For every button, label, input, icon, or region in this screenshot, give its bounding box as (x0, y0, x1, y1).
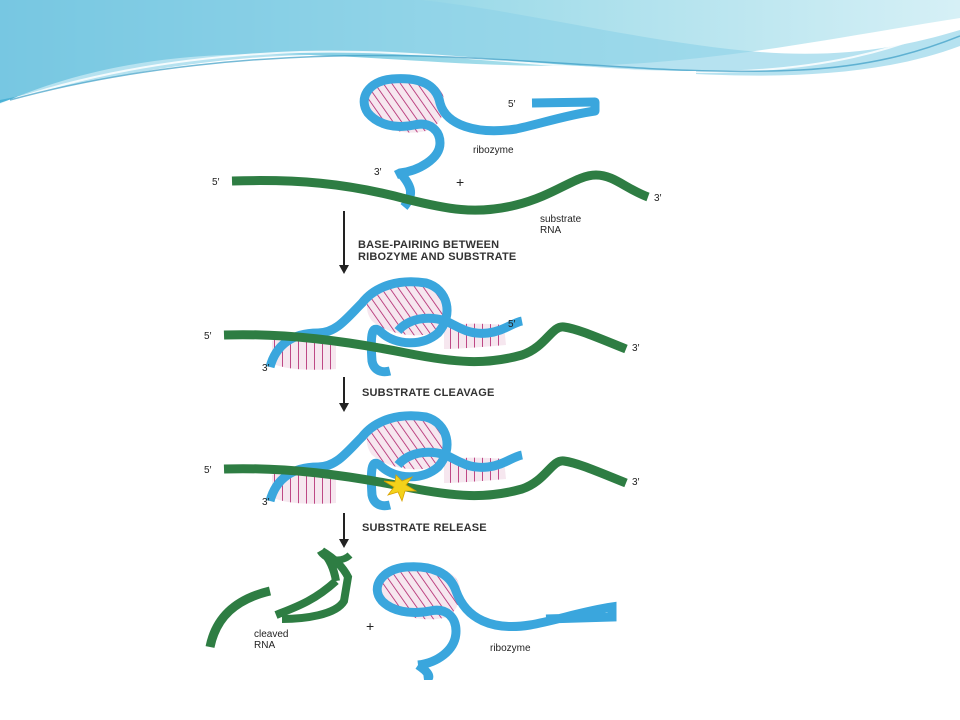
substrate-label-line1: substrate (540, 214, 582, 225)
cleavage-substrate-strand (223, 456, 628, 501)
ribozyme-label: ribozyme (473, 145, 514, 156)
ribozyme-mechanism-figure: 5′ ribozyme 3′ + 5′ 3′ substrate RNA BAS… (186, 71, 696, 680)
release-plus-sign: + (366, 618, 374, 634)
cleaved-rna-fragment-3 (317, 548, 353, 564)
ribozyme-strand (359, 74, 600, 180)
stage-1-ribozyme-and-substrate: 5′ ribozyme 3′ + 5′ 3′ substrate RNA (212, 74, 662, 236)
plus-sign: + (456, 174, 464, 190)
step-1-label-line1: BASE-PAIRING BETWEEN (358, 239, 499, 251)
stage-4-release: cleaved RNA + ribozyme (205, 547, 617, 680)
substrate-label-line2: RNA (540, 225, 561, 236)
ribozyme-5prime-label: 5′ (508, 99, 516, 110)
released-ribozyme-tail (415, 661, 434, 680)
cleaved-rna-fragment-1 (205, 586, 272, 649)
step-2-arrow (339, 377, 349, 412)
banner-accent-line (9, 35, 960, 101)
banner-wave-front (0, 0, 960, 100)
released-ribozyme-strand (372, 562, 617, 670)
substrate-3prime-label: 3′ (654, 193, 662, 204)
cleavage-left-3prime-label: 3′ (262, 497, 270, 508)
step-1-arrow (339, 211, 349, 274)
cleavage-site-spark-icon (383, 474, 418, 503)
cleaved-rna-fragment-2 (274, 547, 353, 623)
cleavage-right-3prime-label: 3′ (632, 477, 640, 488)
cleavage-left-5prime-label: 5′ (204, 465, 212, 476)
cleaved-rna-label-line1: cleaved (254, 629, 288, 640)
complex-substrate-strand (223, 322, 628, 367)
step-1-label-line2: RIBOZYME AND SUBSTRATE (358, 251, 516, 263)
step-2-label: SUBSTRATE CLEAVAGE (362, 387, 495, 399)
stage-2-paired-complex: 5′ 3′ 5′ 3′ (204, 277, 640, 377)
ribozyme-tail (398, 172, 415, 210)
released-ribozyme-label: ribozyme (490, 643, 531, 654)
step-3-label: SUBSTRATE RELEASE (362, 522, 487, 534)
substrate-rna-strand (231, 170, 650, 215)
step-3-arrow (339, 513, 349, 548)
stage-3-cleavage: 5′ 3′ 3′ (204, 411, 640, 511)
complex-left-3prime-label: 3′ (262, 363, 270, 374)
complex-mid-5prime-label: 5′ (508, 319, 516, 330)
complex-left-5prime-label: 5′ (204, 331, 212, 342)
cleaved-rna-label-line2: RNA (254, 640, 275, 651)
header-wave-banner (0, 0, 960, 105)
substrate-5prime-label: 5′ (212, 177, 220, 188)
complex-right-3prime-label: 3′ (632, 343, 640, 354)
ribozyme-3prime-label: 3′ (374, 167, 382, 178)
